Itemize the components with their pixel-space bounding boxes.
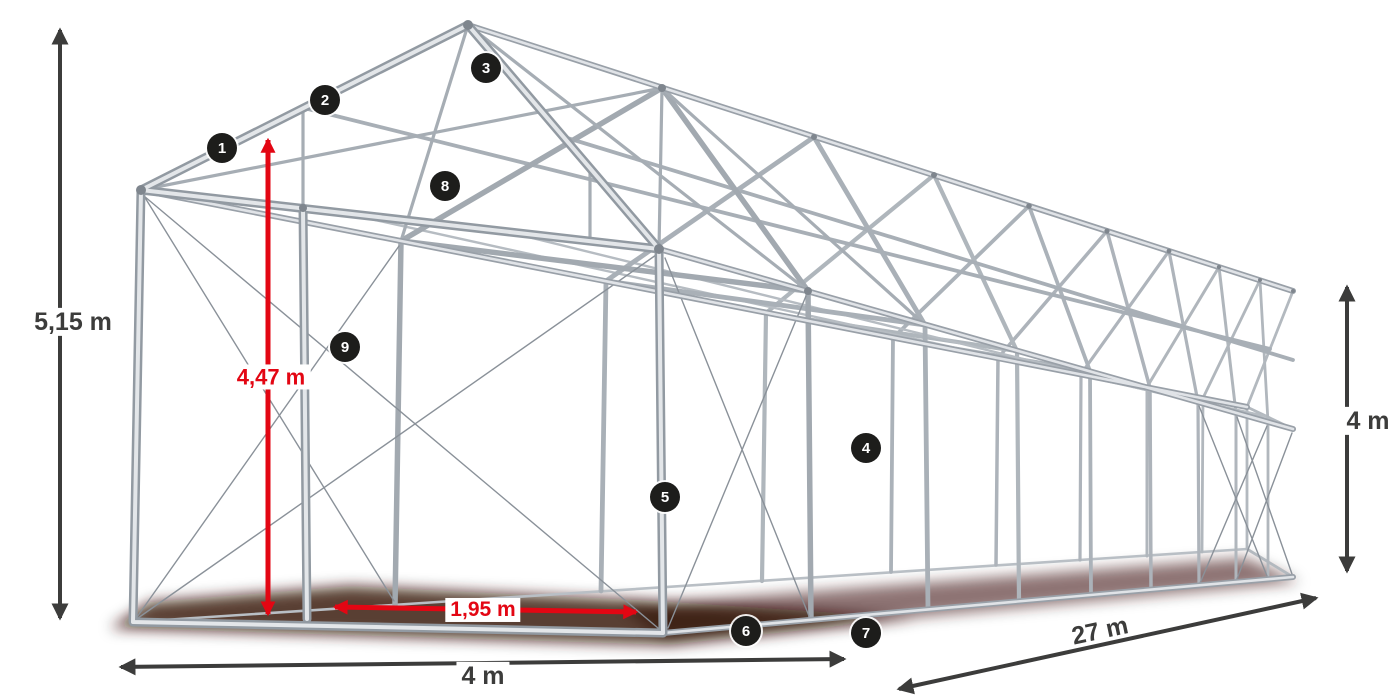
side-length-arrow	[896, 592, 1319, 695]
part-badge-3: 3	[471, 53, 501, 83]
dim-side-height: 4 m	[1341, 406, 1395, 436]
frame-joints	[136, 20, 1295, 295]
part-badge-1: 1	[207, 133, 237, 163]
part-badge-2: 2	[310, 85, 340, 115]
dim-front-width: 4 m	[456, 661, 510, 691]
part-badge-4: 4	[851, 433, 881, 463]
part-badge-8: 8	[430, 171, 460, 201]
dim-clearance-height: 4,47 m	[231, 364, 311, 390]
tent-frame	[128, 20, 1296, 638]
part-badge-7: 7	[851, 618, 881, 648]
dim-total-height: 5,15 m	[29, 307, 117, 337]
part-badge-6: 6	[731, 616, 761, 646]
part-badge-9: 9	[330, 332, 360, 362]
dim-passage-width: 1,95 m	[445, 597, 521, 623]
part-badge-5: 5	[650, 482, 680, 512]
